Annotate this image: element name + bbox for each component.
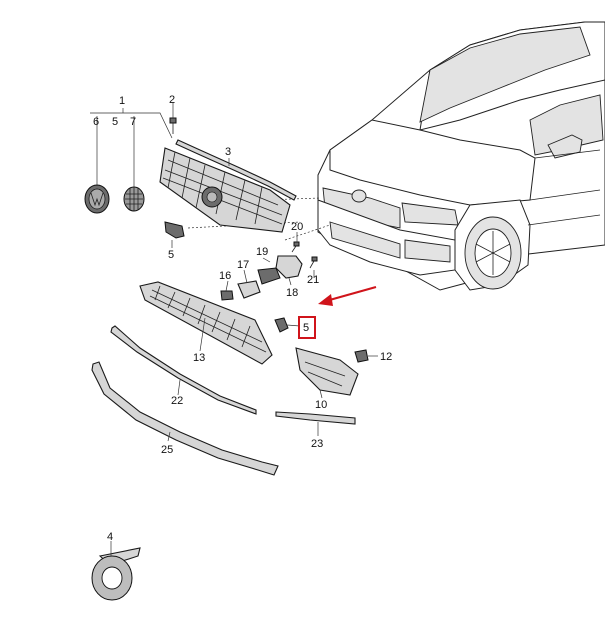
part-13-lower-grille [139,281,273,365]
callout-6: 6 [93,116,99,128]
callout-18: 18 [286,287,298,299]
part-18-camera-bracket [275,255,303,279]
callout-20: 20 [291,221,303,233]
part-16-clip [220,290,234,301]
part-21-screw [309,256,318,269]
part-1-upper-grille [159,147,291,233]
part-3-trim-strip [175,139,297,201]
callout-21: 21 [307,274,319,286]
callout-5: 5 [112,116,118,128]
part-4-tape-roll [91,547,141,601]
part-17-holder [237,280,261,299]
part-10-fog-trim [295,347,359,396]
callout-17: 17 [237,259,249,271]
part-20-screw [291,241,300,253]
red-arrow [318,285,377,306]
callout-12: 12 [380,351,392,363]
part-5-bracket-left [164,221,185,239]
callout-16: 16 [219,270,231,282]
callout-13: 13 [193,352,205,364]
callout-1: 1 [119,95,125,107]
part-25-lower-spoiler [91,361,279,476]
callout-23: 23 [311,438,323,450]
callout-3: 3 [225,146,231,158]
part-6-emblem [84,184,110,214]
part-5-clip-highlighted [274,317,289,333]
callout-19: 19 [256,246,268,258]
part-7-emblem-carrier [123,186,145,212]
callout-labels: 1 2 6 5 7 3 5 20 19 17 16 21 18 5 12 13 … [93,94,392,543]
part-22-spoiler-strip [110,325,257,415]
callout-7: 7 [130,116,136,128]
part-12-clip [354,349,369,363]
callout-10: 10 [315,399,327,411]
vehicle-front-view [317,21,605,291]
callout-22: 22 [171,395,183,407]
callout-5-bracket: 5 [168,249,174,261]
part-2-screw [169,117,177,134]
callout-2: 2 [169,94,175,106]
callout-4: 4 [107,531,113,543]
leader-lines [90,103,378,556]
part-23-trim-strip [275,411,356,425]
callout-25: 25 [161,444,173,456]
highlight-box [298,316,316,339]
part-19-camera [257,267,281,285]
callout-5-highlighted: 5 [303,322,309,334]
